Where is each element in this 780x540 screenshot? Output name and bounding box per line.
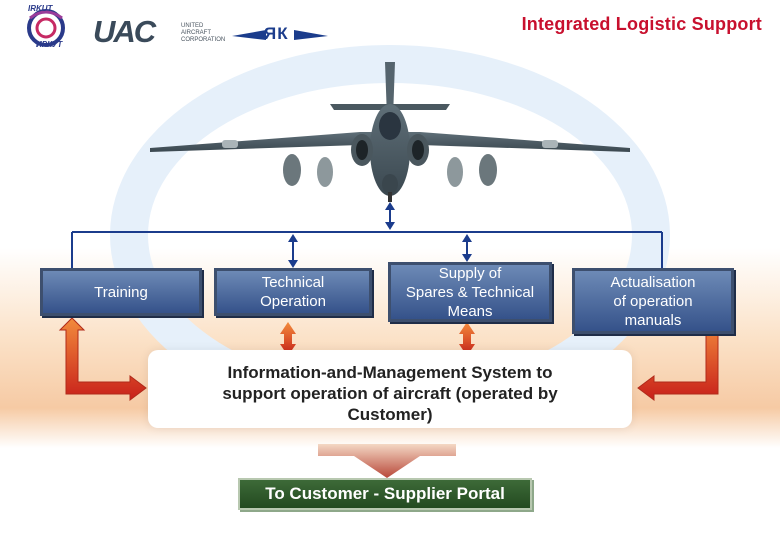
training-label: Training [94, 283, 148, 301]
training-box: Training [40, 268, 202, 316]
supply-line3: Means [447, 302, 493, 320]
irkut-logo-icon [27, 9, 65, 47]
supply-box: Supply of Spares & Technical Means [388, 262, 552, 322]
actualisation-box: Actualisation of operation manuals [572, 268, 734, 334]
technical-operation-line2: Operation [260, 293, 326, 310]
aircraft-link-arrow [385, 202, 395, 230]
ims-line2: support operation of aircraft (operated … [222, 384, 558, 403]
actualisation-line2: of operation [613, 292, 693, 310]
uac-caption-line1: UNITED [181, 23, 204, 29]
technical-operation-line1: Technical [261, 274, 325, 291]
supplier-portal-button[interactable]: To Customer - Supplier Portal [238, 478, 532, 510]
actualisation-line3: manuals [624, 311, 682, 329]
supply-ims-arrow [459, 322, 475, 356]
connector-bus [71, 231, 663, 268]
supply-line1: Supply of [438, 264, 502, 282]
technical-operation-box: Technical Operation [214, 268, 372, 316]
portal-down-arrow [318, 444, 456, 478]
uac-caption-line3: CORPORATION [181, 37, 226, 43]
irkut-logo-text-bottom: ИРКУТ [36, 40, 63, 49]
uac-logo-caption: UNITED AIRCRAFT CORPORATION [181, 23, 225, 44]
tech-ops-ims-arrow [280, 322, 296, 356]
yak-logo-icon [232, 30, 328, 40]
irkut-logo-text-top: IRKUT [28, 4, 53, 13]
page-title: Integrated Logistic Support [521, 14, 762, 34]
uac-caption-line2: AIRCRAFT [181, 30, 211, 36]
aircraft-image [150, 62, 630, 202]
uac-logo-mark: UAC [93, 14, 156, 49]
training-ims-arrow [58, 317, 147, 401]
ims-line1: Information-and-Management System to [227, 363, 553, 382]
actualisation-line1: Actualisation [610, 273, 696, 291]
yak-logo-mark: ЯК [264, 24, 289, 43]
ims-line3: Customer) [347, 405, 433, 424]
information-management-system-panel: Information-and-Management System to sup… [148, 350, 632, 428]
supply-line2: Spares & Technical [405, 283, 535, 301]
supplier-portal-label: To Customer - Supplier Portal [265, 484, 505, 503]
